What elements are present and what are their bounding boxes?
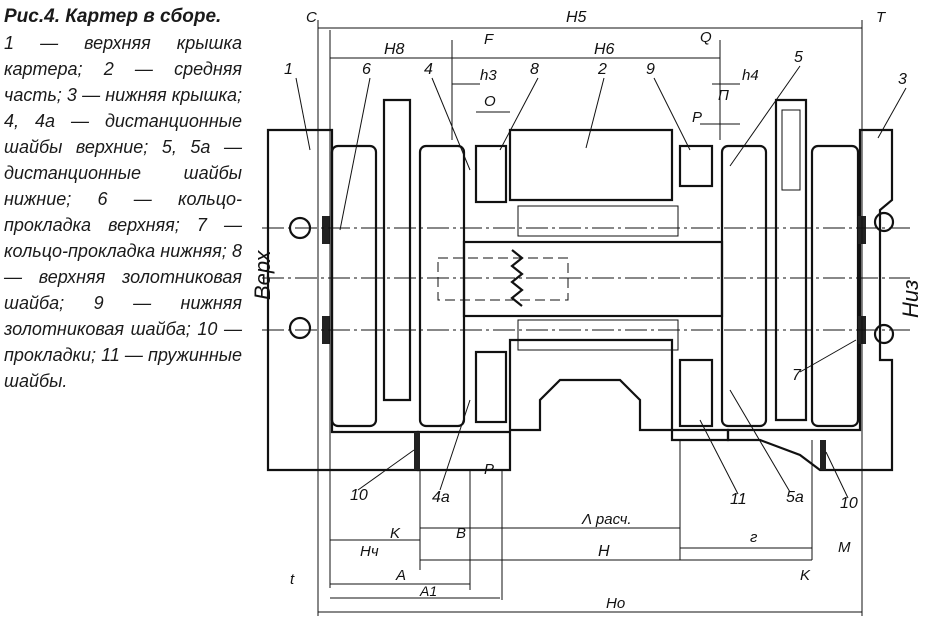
- dim-label-h3: h3: [480, 67, 497, 84]
- dim-label-h: H: [598, 543, 610, 560]
- dim-label-m: M: [838, 539, 851, 556]
- callout-6: 6: [362, 61, 371, 78]
- right-web-outer: [810, 144, 860, 428]
- callout-5: 5: [794, 49, 803, 66]
- side-label-left: Верх: [250, 250, 275, 300]
- dim-label-a: A: [395, 567, 406, 584]
- dim-label-k2: K: [800, 567, 811, 584]
- upper-valve-washer-lower: [474, 350, 508, 424]
- lower-valve-washer-lower: [678, 358, 714, 428]
- upper-cover: [266, 128, 420, 472]
- dim-label-f: F: [484, 31, 494, 48]
- callout-9: 9: [646, 61, 655, 78]
- bearing-ball: [873, 323, 895, 345]
- bearing-ball: [873, 211, 895, 233]
- callout-8: 8: [530, 61, 539, 78]
- callout-7: 7: [792, 367, 802, 384]
- gasket: [414, 432, 420, 470]
- right-web-inner: [720, 144, 768, 428]
- lower-cover: [726, 128, 894, 472]
- seal-ring: [322, 316, 330, 344]
- bearing-ball: [288, 316, 312, 340]
- dim-label-h6: H6: [594, 41, 615, 58]
- shaft-sleeve-bottom: [517, 319, 679, 351]
- middle-part-lower: [508, 338, 674, 432]
- dim-label-t-small: t: [290, 571, 295, 588]
- dim-label-lambda: Λ расч.: [581, 511, 632, 528]
- dim-label-ho: Hо: [606, 595, 625, 612]
- caption-title: Рис.4. Картер в сборе.: [4, 6, 222, 27]
- dim-label-h5: H5: [566, 9, 587, 26]
- left-rod: [382, 98, 412, 402]
- shaft: [262, 205, 910, 351]
- right-rod: [774, 98, 808, 422]
- bottom-wall: [416, 430, 512, 472]
- middle-part: [508, 128, 674, 202]
- seal-ring: [322, 216, 330, 244]
- dim-label-o: O: [484, 93, 496, 110]
- lower-valve-washer: [678, 144, 714, 188]
- dim-label-p-top: P: [692, 109, 702, 126]
- callout-4a: 4а: [432, 489, 450, 506]
- figure-caption: Рис.4. Картер в сборе. 1 — верхняя крышк…: [4, 6, 242, 394]
- dim-label-p-bottom: P: [484, 461, 494, 478]
- right-rod-hatch: [781, 109, 801, 191]
- callout-10-right: 10: [840, 495, 858, 512]
- callout-10-left: 10: [350, 487, 368, 504]
- dim-label-h4: h4: [742, 67, 759, 84]
- dim-label-q: Q: [700, 29, 712, 46]
- dim-label-hch: Hч: [360, 543, 379, 560]
- main-shaft: [462, 240, 724, 318]
- callout-1: 1: [284, 61, 293, 78]
- dim-label-t: T: [876, 9, 887, 26]
- connecting-rods: [382, 98, 808, 422]
- callout-3: 3: [898, 71, 907, 88]
- dim-label-h8: H8: [384, 41, 405, 58]
- callout-11: 11: [730, 491, 747, 508]
- dim-label-c: C: [306, 9, 317, 26]
- dim-label-g: г: [750, 529, 758, 546]
- dimension-lines: [317, 20, 863, 616]
- left-web-outer: [330, 144, 378, 428]
- drawing-labels: Верх Низ C H5 T H8 F H6 Q h3 h4 O П P P …: [250, 9, 923, 612]
- dim-label-b: B: [456, 525, 466, 542]
- bottom-wall-right: [670, 428, 730, 442]
- left-web-inner: [418, 144, 466, 428]
- caption-legend: 1 — верхняя крышка картера; 2 — средняя …: [4, 33, 242, 391]
- callout-4: 4: [424, 61, 433, 78]
- shaft-sleeve-top: [517, 205, 679, 237]
- valve-washers: [474, 144, 714, 428]
- spline: [510, 249, 524, 307]
- shaft-hidden: [437, 257, 569, 301]
- callout-2: 2: [597, 61, 607, 78]
- gasket: [820, 440, 826, 470]
- leader-lines: [295, 65, 907, 499]
- dim-label-k: K: [390, 525, 401, 542]
- callout-5a: 5а: [786, 489, 804, 506]
- dim-label-pi: П: [718, 87, 729, 104]
- dim-label-a1: A1: [419, 583, 437, 599]
- side-label-right: Низ: [898, 280, 923, 318]
- upper-valve-washer: [474, 144, 508, 204]
